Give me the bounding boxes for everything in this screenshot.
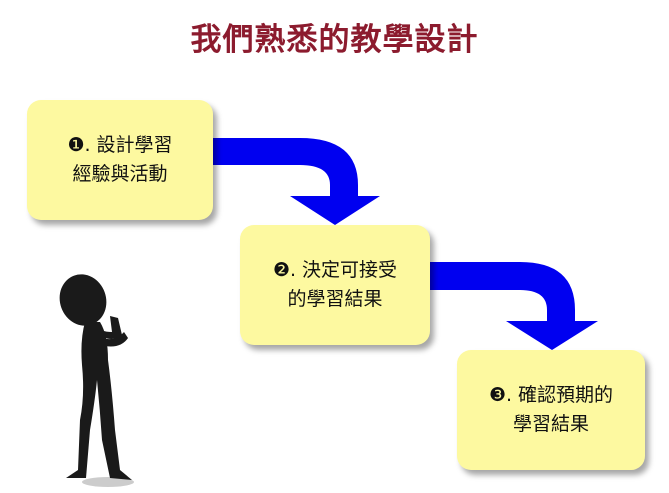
- thinking-figure-icon: [59, 274, 134, 487]
- arrow-step2-to-step3: [430, 262, 598, 350]
- slide-title: 我們熟悉的教學設計: [190, 22, 479, 58]
- arrow-step1-to-step2: [213, 138, 380, 225]
- step-2-box: ❷. 決定可接受 的學習結果: [240, 225, 430, 345]
- step-2-line1: ❷. 決定可接受: [272, 259, 398, 281]
- step-3-line1: ❸. 確認預期的: [488, 384, 614, 406]
- step-2-line2: 的學習結果: [287, 288, 383, 310]
- step-3-box: ❸. 確認預期的 學習結果: [457, 350, 645, 470]
- step-1-line2: 經驗與活動: [72, 163, 168, 185]
- step-1-line1: ❶. 設計學習: [67, 134, 173, 156]
- step-3-line2: 學習結果: [512, 413, 589, 435]
- step-1-box: ❶. 設計學習 經驗與活動: [27, 100, 213, 220]
